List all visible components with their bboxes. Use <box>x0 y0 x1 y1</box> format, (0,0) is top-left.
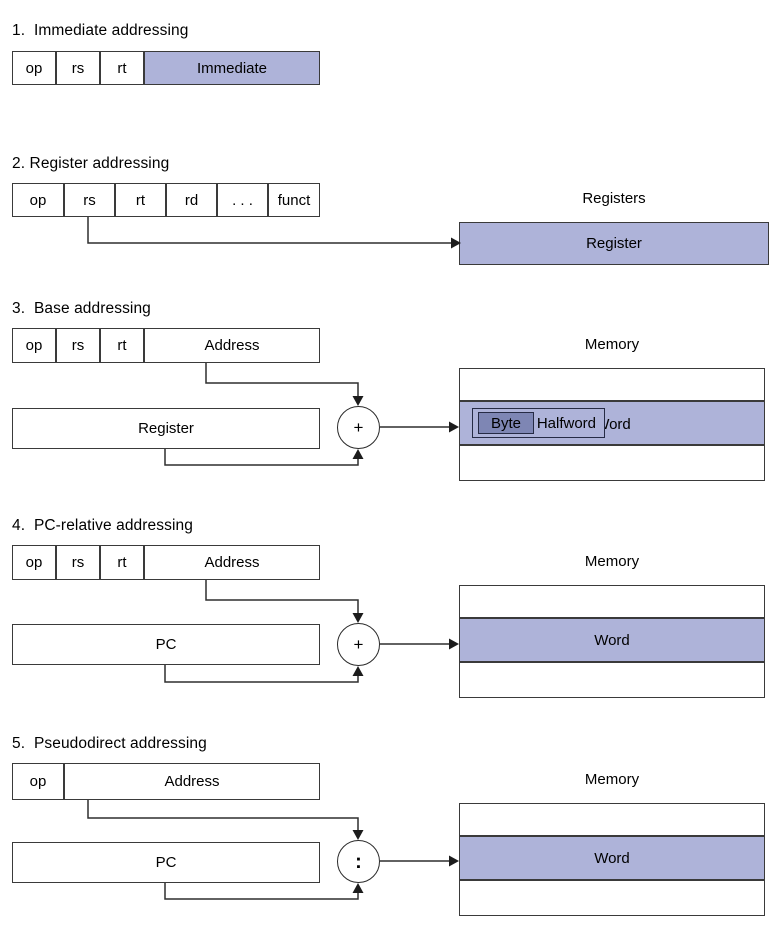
s3-memory-row-bottom <box>459 445 765 481</box>
s4-field-rs: rs <box>56 545 100 580</box>
section-3-heading: 3. Base addressing <box>12 300 151 317</box>
s5-memory-caption: Memory <box>584 771 640 788</box>
s5-memory-row-bottom <box>459 880 765 916</box>
s5-wire-address-to-concat <box>87 800 364 840</box>
s1-field-rt: rt <box>100 51 144 85</box>
s5-concat-circle: : <box>337 840 380 883</box>
s2-registers-caption: Registers <box>582 190 646 207</box>
s5-memory-row-top <box>459 803 765 836</box>
s3-register-operand: Register <box>12 408 320 449</box>
s2-field-rt: rt <box>115 183 166 217</box>
s5-wire-concat-to-memory <box>380 855 459 867</box>
s4-memory-row-top <box>459 585 765 618</box>
s1-field-rs: rs <box>56 51 100 85</box>
s5-field-op: op <box>12 763 64 800</box>
s4-wire-pc-to-adder <box>164 665 364 683</box>
s4-adder-circle: + <box>337 623 380 666</box>
s3-memory-caption: Memory <box>584 336 640 353</box>
s3-field-rs: rs <box>56 328 100 363</box>
s2-field-rd: rd <box>166 183 217 217</box>
s3-memory-row-top <box>459 368 765 401</box>
section-4-heading: 4. PC-relative addressing <box>12 517 193 534</box>
s2-field-rs: rs <box>64 183 115 217</box>
s4-wire-adder-to-memory <box>380 638 459 650</box>
s1-field-op: op <box>12 51 56 85</box>
s2-field-ellipsis: . . . <box>217 183 268 217</box>
s2-field-funct: funct <box>268 183 320 217</box>
s5-field-address: Address <box>64 763 320 800</box>
s3-adder-circle: + <box>337 406 380 449</box>
s2-wire-rs-to-register <box>87 217 461 249</box>
s3-field-rt: rt <box>100 328 144 363</box>
s3-field-address: Address <box>144 328 320 363</box>
s4-wire-address-to-adder <box>205 580 364 623</box>
s3-wire-adder-to-memory <box>380 421 459 433</box>
s4-memory-caption: Memory <box>584 553 640 570</box>
s5-memory-row-word: Word <box>459 836 765 880</box>
s1-field-immediate: Immediate <box>144 51 320 85</box>
s3-byte-box: Byte <box>478 412 534 434</box>
s4-pc-operand: PC <box>12 624 320 665</box>
s4-memory-row-word: Word <box>459 618 765 662</box>
s5-wire-pc-to-concat <box>164 883 364 900</box>
section-2-heading: 2. Register addressing <box>12 155 170 172</box>
s3-wire-register-to-adder <box>164 449 364 466</box>
s4-memory-row-bottom <box>459 662 765 698</box>
s3-field-op: op <box>12 328 56 363</box>
s5-pc-operand: PC <box>12 842 320 883</box>
section-5-heading: 5. Pseudodirect addressing <box>12 735 207 752</box>
s2-register-row: Register <box>459 222 769 265</box>
section-1-heading: 1. Immediate addressing <box>12 22 189 39</box>
s4-field-rt: rt <box>100 545 144 580</box>
s3-wire-address-to-adder <box>205 363 364 406</box>
s4-field-op: op <box>12 545 56 580</box>
s4-field-address: Address <box>144 545 320 580</box>
s2-field-op: op <box>12 183 64 217</box>
